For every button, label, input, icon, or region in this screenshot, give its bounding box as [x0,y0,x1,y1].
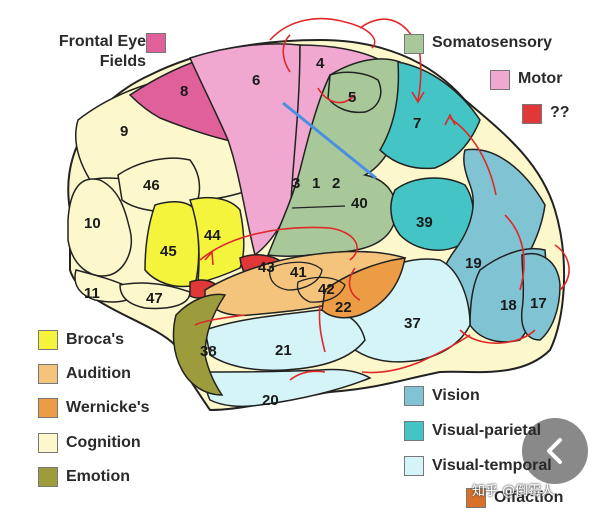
legend-swatch-unknown [522,104,542,124]
area-label-9: 9 [120,123,128,140]
region-21 [204,309,366,372]
region-41 [269,261,323,291]
legend-label-emotion: Emotion [66,468,130,485]
area-label-42: 42 [318,281,335,298]
area-label-46: 46 [143,177,160,194]
area-label-3: 3 [292,175,300,192]
region-11 [74,269,136,303]
area-label-10: 10 [84,215,101,232]
legend-label-vision: Vision [432,387,480,404]
legend-swatch-emotion [38,467,58,487]
region-42 [296,276,346,303]
legend-swatch-olfaction [466,488,486,508]
legend-swatch-brocas [38,330,58,350]
area-label-6: 6 [252,72,260,89]
region-22 [321,257,406,319]
legend-label-brocas: Broca's [66,331,125,348]
legend-frontal-eye-fields: Frontal Eye Fields [36,32,146,72]
area-label-21: 21 [275,342,292,359]
region-44 [189,197,245,284]
region-7 [379,61,481,170]
area-label-1: 1 [312,175,320,192]
area-label-44: 44 [204,227,221,244]
area-label-39: 39 [416,214,433,231]
legend-swatch-motor [490,70,510,90]
region-10 [67,178,132,277]
region-38 [172,293,227,396]
legend-swatch-visual-temporal [404,456,424,476]
legend-label-olfaction: Olfaction [494,489,564,506]
legend-swatch-cognition [38,433,58,453]
area-label-38: 38 [200,343,217,360]
legend-swatch-frontal-eye-fields [146,33,166,53]
legend-label-wernickes: Wernicke's [66,399,150,416]
central-sulcus-marker [282,101,377,180]
legend-swatch-audition [38,364,58,384]
watermark: 知乎 @倒霉人 [472,484,555,499]
legend-swatch-somatosensory [404,34,424,54]
legend-label-audition: Audition [66,365,131,382]
area-label-7: 7 [413,115,421,132]
legend-label-motor: Motor [518,70,563,87]
area-label-20: 20 [262,392,279,409]
area-label-37: 37 [404,315,421,332]
legend-swatch-vision [404,386,424,406]
legend-label-frontal-eye-fields: Frontal Eye Fields [58,33,146,70]
area-label-18: 18 [500,297,517,314]
area-label-47: 47 [146,290,163,307]
sulcus-line [291,205,346,209]
area-label-41: 41 [290,264,307,281]
legend-label-unknown: ?? [550,104,570,121]
area-label-5: 5 [348,89,356,106]
area-label-19: 19 [465,255,482,272]
area-label-45: 45 [160,243,177,260]
legend-label-visual-parietal: Visual-parietal [432,422,542,439]
area-label-43: 43 [258,259,275,276]
area-label-11: 11 [84,285,100,302]
region-46 [117,157,201,213]
area-label-8: 8 [180,83,188,100]
legend-label-somatosensory: Somatosensory [432,34,553,51]
area-label-4: 4 [316,55,325,72]
legend-swatch-visual-parietal [404,421,424,441]
area-label-17: 17 [530,295,547,312]
region-17 [520,253,561,341]
legend-swatch-wernickes [38,398,58,418]
region-20 [205,368,372,408]
area-label-2: 2 [332,175,340,192]
annotation-arrows [194,17,570,381]
chevron-left-icon [547,438,562,464]
area-label-40: 40 [351,195,368,212]
area-label-22: 22 [335,299,352,316]
legend-label-visual-temporal: Visual-temporal [432,457,552,474]
region-47 [119,282,191,310]
back-button[interactable] [522,418,588,484]
legend-label-cognition: Cognition [66,434,141,451]
